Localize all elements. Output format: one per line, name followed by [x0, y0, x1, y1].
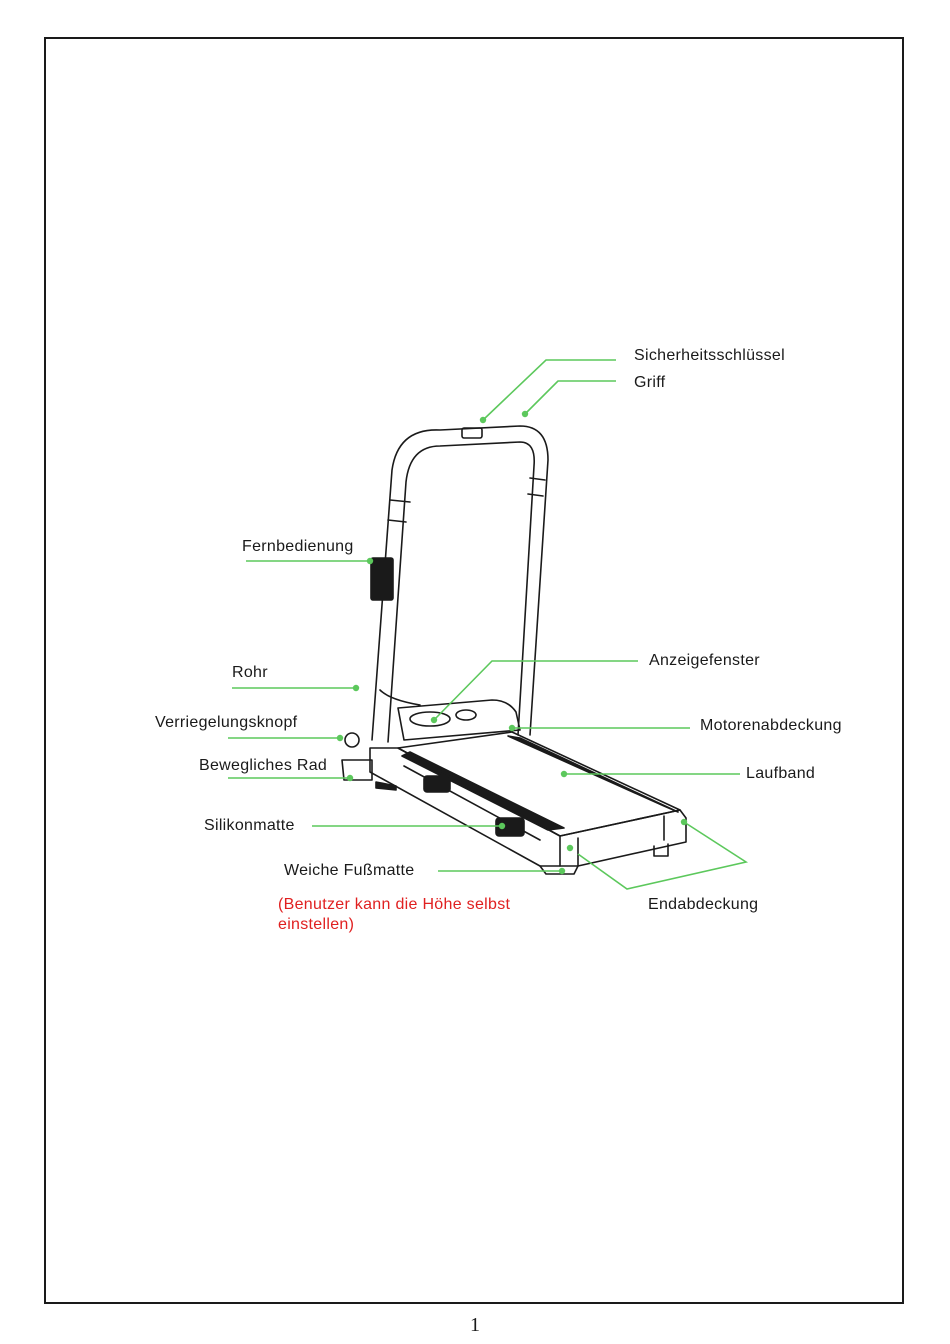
- label-handle: Griff: [634, 374, 665, 392]
- page-number: 1: [0, 1314, 950, 1337]
- display-window: [410, 712, 450, 726]
- label-motor-cover: Motorenabdeckung: [700, 717, 842, 735]
- label-lock-knob: Verriegelungsknopf: [155, 714, 297, 732]
- label-wheel: Bewegliches Rad: [199, 757, 327, 775]
- label-silicone-mat: Silikonmatte: [204, 817, 295, 835]
- label-belt: Laufband: [746, 765, 815, 783]
- height-adjust-note: (Benutzer kann die Höhe selbst einstelle…: [278, 895, 510, 935]
- note-line-1: (Benutzer kann die Höhe selbst: [278, 895, 510, 915]
- label-display: Anzeigefenster: [649, 652, 760, 670]
- label-tube: Rohr: [232, 664, 268, 682]
- label-end-cover: Endabdeckung: [648, 896, 758, 914]
- remote-holder: [371, 558, 393, 600]
- end-cover: [560, 810, 686, 866]
- label-safety-key: Sicherheitsschlüssel: [634, 347, 785, 365]
- label-remote: Fernbedienung: [242, 538, 354, 556]
- note-line-2: einstellen): [278, 915, 510, 935]
- label-foot-mat: Weiche Fußmatte: [284, 862, 414, 880]
